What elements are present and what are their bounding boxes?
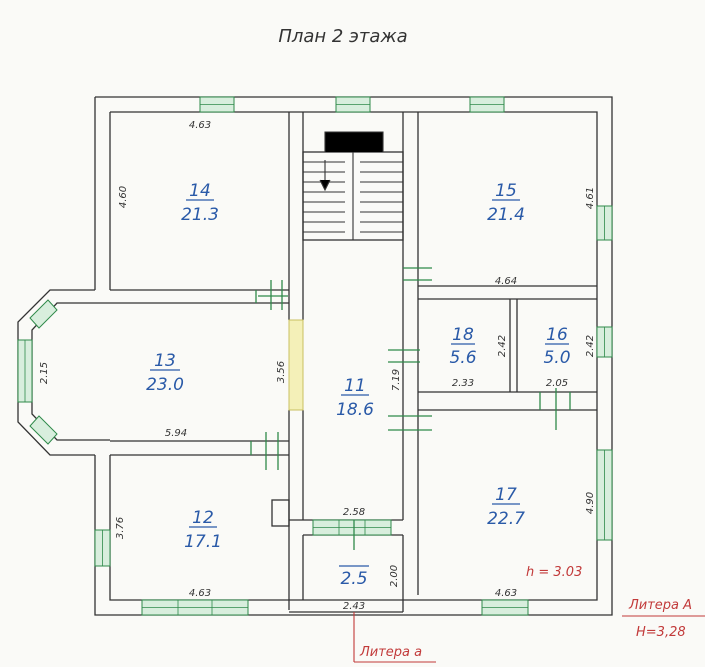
plan-title: План 2 этажа (278, 26, 407, 47)
room-labels: 14 21.3 15 21.4 13 23.0 11 18.6 18 5.6 1… (146, 181, 570, 589)
vestibule: 2.5 (339, 565, 369, 589)
room-13-number: 13 (154, 351, 176, 371)
dim-bay: 2.15 (39, 362, 50, 384)
room-14: 14 21.3 (181, 181, 219, 225)
room-18: 18 5.6 (449, 325, 476, 368)
room-17-area: 22.7 (487, 509, 525, 529)
room-14-number: 14 (189, 181, 211, 201)
room-16: 16 5.0 (543, 325, 570, 368)
dim-vestibule-width: 2.43 (343, 601, 365, 612)
litera-a-lower: Литера а (359, 645, 422, 660)
room-12: 12 17.1 (184, 508, 222, 552)
dim-vestibule-height: 2.00 (389, 565, 400, 587)
room-11-number: 11 (344, 376, 366, 396)
room-15-number: 15 (495, 181, 517, 201)
dim-r15-width: 4.64 (495, 276, 517, 287)
interior-walls (110, 112, 597, 613)
windows (17, 96, 613, 616)
dim-r16-width: 2.05 (546, 378, 568, 389)
dim-r14-width: 4.63 (189, 120, 211, 131)
dim-r11-height: 7.19 (391, 369, 402, 391)
dim-r14-height: 4.60 (118, 186, 129, 208)
total-height: Н=3,28 (636, 625, 686, 640)
room-13-area: 23.0 (146, 375, 184, 395)
room-17-number: 17 (495, 485, 517, 505)
dim-r12-width: 4.63 (189, 588, 211, 599)
dim-r18-width: 2.33 (452, 378, 474, 389)
room-12-number: 12 (192, 508, 214, 528)
room-11: 11 18.6 (336, 376, 374, 420)
room-18-area: 5.6 (449, 348, 476, 368)
room-15: 15 21.4 (487, 181, 525, 225)
room-14-area: 21.3 (181, 205, 219, 225)
dim-r18-height: 2.42 (497, 335, 508, 357)
room-12-area: 17.1 (184, 532, 222, 552)
dim-r16-height: 2.42 (585, 335, 596, 357)
annotations: h = 3.03 Литера А Н=3,28 Литера а (353, 565, 705, 663)
room-11-area: 18.6 (336, 400, 374, 420)
dim-r13-width: 5.94 (165, 428, 187, 439)
room-17: 17 22.7 (487, 485, 525, 529)
vestibule-area: 2.5 (340, 569, 367, 589)
room-15-area: 21.4 (487, 205, 525, 225)
dim-r17-height: 4.90 (585, 492, 596, 514)
staircase (302, 131, 404, 241)
dimensions: 4.63 4.60 4.64 4.61 5.94 3.56 2.15 7.19 … (39, 120, 596, 612)
door-marks (250, 267, 571, 550)
room-13: 13 23.0 (146, 351, 184, 395)
dim-r13-height: 3.56 (276, 361, 287, 383)
ceiling-height: h = 3.03 (526, 565, 582, 580)
litera-a-upper: Литера А (628, 598, 692, 613)
dim-r15-height: 4.61 (585, 187, 596, 209)
dim-r17-width: 4.63 (495, 588, 517, 599)
room-16-number: 16 (546, 325, 568, 345)
room-16-area: 5.0 (543, 348, 570, 368)
dim-r12-width-top: 2.58 (343, 507, 365, 518)
room-18-number: 18 (452, 325, 474, 345)
dim-r12-height: 3.76 (115, 517, 126, 539)
